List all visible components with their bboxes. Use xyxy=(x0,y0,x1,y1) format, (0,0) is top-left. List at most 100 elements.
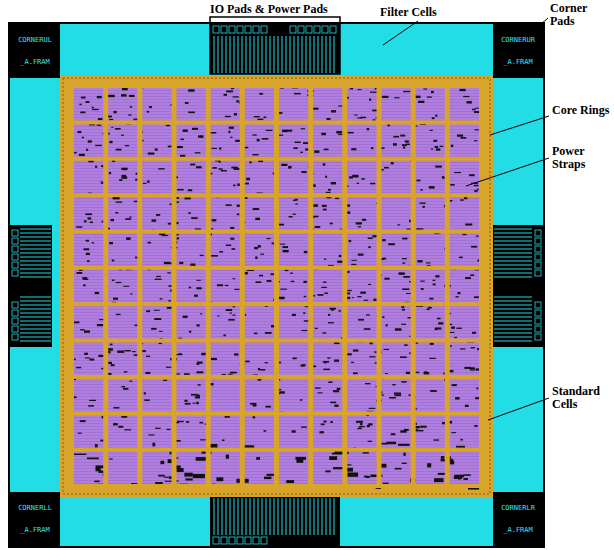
cell-speck xyxy=(94,481,99,483)
cell-speck xyxy=(389,397,396,399)
cell-speck xyxy=(427,96,432,97)
pad-square xyxy=(221,537,227,544)
cell-speck xyxy=(109,242,112,243)
cell-speck xyxy=(121,94,127,96)
pad-square xyxy=(12,262,18,268)
cell-speck xyxy=(430,130,433,131)
cell-speck xyxy=(236,100,239,102)
cell-speck xyxy=(82,277,87,279)
cell-speck xyxy=(111,127,113,128)
cell-speck xyxy=(223,334,226,336)
cell-speck xyxy=(357,296,361,297)
pad-square xyxy=(298,26,304,33)
cell-speck xyxy=(253,404,257,406)
cell-speck xyxy=(435,328,438,330)
cell-speck xyxy=(356,222,362,224)
cell-speck xyxy=(313,204,318,207)
cell-speck xyxy=(145,372,150,374)
power-strap xyxy=(69,193,484,197)
cell-speck xyxy=(352,297,354,298)
cell-speck xyxy=(219,147,221,149)
power-strap xyxy=(69,266,484,270)
corner-pad xyxy=(493,492,543,546)
pad-wire xyxy=(494,261,532,262)
cell-speck xyxy=(159,343,162,344)
cell-speck xyxy=(196,287,201,289)
cell-speck xyxy=(303,281,307,283)
cell-speck xyxy=(80,329,85,330)
cell-speck xyxy=(300,399,302,401)
cell-speck xyxy=(430,343,434,345)
corner-pad: CORNERUL_A.FRAM xyxy=(10,24,60,78)
cell-speck xyxy=(281,164,287,166)
cell-speck xyxy=(125,218,131,220)
pad-wire xyxy=(310,36,311,73)
cell-speck xyxy=(197,280,201,281)
cell-speck xyxy=(185,478,192,480)
cell-speck xyxy=(460,348,465,349)
cell-speck xyxy=(401,381,406,383)
cell-speck xyxy=(292,314,296,316)
pad-square xyxy=(253,537,259,544)
pad-square xyxy=(535,262,541,268)
pad-wire xyxy=(494,241,532,242)
cell-speck xyxy=(354,115,358,116)
cell-speck xyxy=(433,280,436,281)
cell-speck xyxy=(331,182,336,184)
cell-speck xyxy=(110,344,113,346)
cell-speck xyxy=(197,371,204,373)
cell-speck xyxy=(449,461,454,465)
cell-speck xyxy=(323,361,329,363)
cell-speck xyxy=(318,392,323,393)
cell-speck xyxy=(368,246,370,248)
pad-wire xyxy=(20,321,51,322)
cell-speck xyxy=(86,240,89,242)
pad-wire xyxy=(20,253,51,254)
cell-speck xyxy=(368,423,372,425)
cell-speck xyxy=(109,119,113,120)
cell-speck xyxy=(360,423,362,426)
cell-speck xyxy=(114,111,117,113)
pad-wire xyxy=(20,305,51,306)
pad-wire xyxy=(242,498,243,535)
cell-speck xyxy=(189,287,191,289)
cell-speck xyxy=(266,130,273,131)
cell-speck xyxy=(465,224,472,226)
pad-wire xyxy=(230,498,231,535)
cell-speck xyxy=(77,272,83,274)
pad-square xyxy=(12,238,18,244)
pad-wire xyxy=(494,245,532,246)
pad-wire xyxy=(494,341,532,342)
corner-pad xyxy=(10,492,60,546)
cell-speck xyxy=(83,285,86,287)
cell-speck xyxy=(79,154,85,156)
cell-speck xyxy=(121,416,127,418)
cell-speck xyxy=(188,189,192,191)
pad-square xyxy=(535,302,541,308)
cell-speck xyxy=(156,214,160,216)
cell-speck xyxy=(405,140,409,142)
pad-square xyxy=(12,334,18,340)
callout-label: Filter Cells xyxy=(380,6,470,19)
pad-wire xyxy=(294,36,295,73)
pad-wire xyxy=(20,261,51,262)
cell-speck xyxy=(334,405,338,407)
cell-speck xyxy=(402,144,407,146)
pad-square xyxy=(290,26,296,33)
cell-speck xyxy=(395,468,402,470)
pad-square xyxy=(535,326,541,332)
pad-square xyxy=(213,26,219,33)
leader-line xyxy=(383,21,418,45)
pad-square xyxy=(535,310,541,316)
cell-speck xyxy=(146,310,150,312)
cell-speck xyxy=(333,390,339,392)
cell-speck xyxy=(471,246,477,248)
pad-square xyxy=(253,26,259,33)
cell-speck xyxy=(435,166,442,168)
cell-speck xyxy=(351,260,356,261)
cell-speck xyxy=(184,400,187,402)
cell-speck xyxy=(97,124,102,125)
pad-wire xyxy=(20,233,51,234)
pad-wire xyxy=(282,36,283,73)
